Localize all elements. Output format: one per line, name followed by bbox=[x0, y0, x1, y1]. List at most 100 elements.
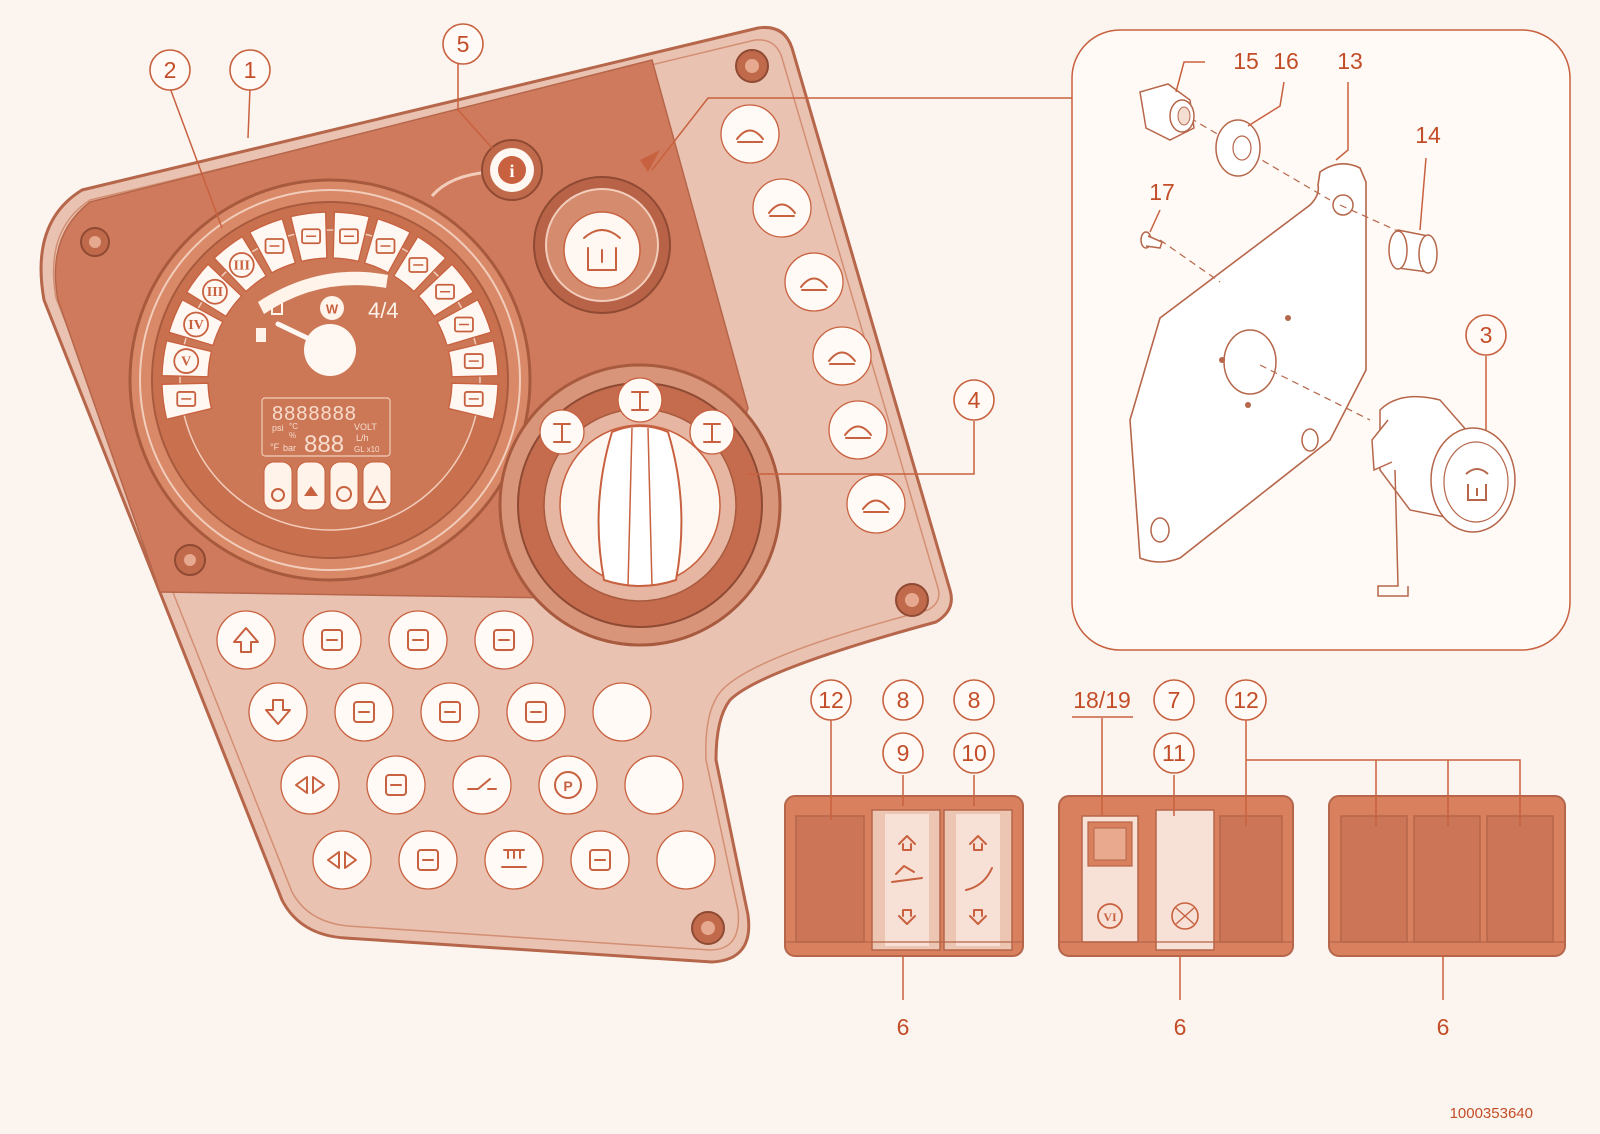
fuel-arc bbox=[258, 271, 388, 314]
axle-button[interactable] bbox=[474, 610, 534, 670]
hand-button[interactable] bbox=[846, 474, 906, 534]
up-arrow-icon bbox=[233, 627, 259, 653]
keypad: P bbox=[216, 610, 716, 890]
axle-lock-button[interactable] bbox=[570, 830, 630, 890]
callout-4: 4 bbox=[953, 379, 995, 421]
left-right-button[interactable] bbox=[280, 755, 340, 815]
rabbit-button[interactable] bbox=[720, 104, 780, 164]
gear-shift-icon bbox=[501, 849, 527, 868]
info-icon bbox=[498, 156, 526, 184]
warning-light-13 bbox=[447, 339, 499, 378]
washer bbox=[1215, 119, 1261, 177]
tilt-button[interactable] bbox=[506, 682, 566, 742]
svg-text:12: 12 bbox=[1233, 687, 1259, 713]
brand-logo: W bbox=[320, 296, 344, 320]
bracket-center-hole bbox=[1223, 329, 1277, 395]
warning-light-12 bbox=[436, 298, 492, 347]
right-button-column bbox=[720, 104, 906, 534]
wide-left-right-button[interactable] bbox=[312, 830, 372, 890]
spacer-sleeve bbox=[1388, 229, 1438, 274]
detail-pointer bbox=[651, 97, 1072, 171]
switch-icon bbox=[467, 778, 497, 790]
tilt-warning-icon bbox=[176, 391, 197, 407]
bolt-mid-left bbox=[174, 544, 206, 576]
callout-2: 2 bbox=[149, 49, 191, 91]
axle-lock-icon bbox=[589, 849, 611, 871]
parking-button[interactable]: P bbox=[538, 755, 598, 815]
rabbit-icon bbox=[736, 129, 764, 143]
callout-5: 5 bbox=[442, 23, 484, 65]
hydraulic-knob[interactable] bbox=[533, 176, 671, 314]
svg-text:12: 12 bbox=[818, 687, 844, 713]
callout-7: 7 bbox=[1153, 679, 1195, 721]
headlight-button[interactable] bbox=[388, 610, 448, 670]
svg-text:V: V bbox=[181, 355, 191, 370]
temperature-button[interactable] bbox=[334, 682, 394, 742]
down-arrow-button[interactable] bbox=[248, 682, 308, 742]
oil-pressure-icon bbox=[271, 488, 285, 502]
parking-icon: P bbox=[554, 771, 582, 799]
tilt-icon bbox=[525, 701, 547, 723]
hydraulic-reservoir-icon bbox=[587, 247, 617, 271]
rocker-switch-11[interactable] bbox=[1155, 809, 1215, 951]
bolt-top-right bbox=[735, 49, 769, 83]
up-arrow-button[interactable] bbox=[216, 610, 276, 670]
switch10-up-icon bbox=[969, 835, 987, 851]
blank-button[interactable] bbox=[592, 682, 652, 742]
callout-10: 10 bbox=[953, 732, 995, 774]
snail-button[interactable] bbox=[784, 252, 844, 312]
engine-button[interactable] bbox=[302, 610, 362, 670]
fuel-full-label: 4/4 bbox=[368, 298, 399, 323]
blank-button[interactable] bbox=[656, 830, 716, 890]
engine-icon bbox=[321, 629, 343, 651]
lcd-unit-lh: L/h bbox=[356, 433, 369, 443]
figure-id: 1000353640 bbox=[1449, 1105, 1533, 1122]
hand-icon bbox=[862, 499, 890, 513]
label-6-left: 6 bbox=[897, 1014, 910, 1040]
parking-brake-icon bbox=[375, 238, 396, 254]
gear-iii-icon: III bbox=[202, 278, 228, 305]
detail-box bbox=[640, 29, 1571, 651]
warning-triangle-icon bbox=[367, 484, 387, 503]
lock-button[interactable] bbox=[420, 682, 480, 742]
blank-button[interactable] bbox=[624, 755, 684, 815]
info-button[interactable]: i bbox=[481, 139, 543, 201]
warning-light-5: III bbox=[213, 235, 268, 293]
bucket-level-button[interactable] bbox=[828, 400, 888, 460]
callout-12-right: 12 bbox=[1225, 679, 1267, 721]
panel-inner-edge bbox=[52, 39, 940, 951]
steering-mode-center-icon bbox=[631, 391, 649, 411]
tilt-down-button[interactable] bbox=[812, 326, 872, 386]
lcd-unit-pct: % bbox=[289, 431, 296, 440]
lcd-unit-f: °F bbox=[270, 442, 280, 452]
gear-shift-button[interactable] bbox=[484, 830, 544, 890]
fuel-heater-button[interactable] bbox=[366, 755, 426, 815]
lcd-unit-bar: bar bbox=[283, 443, 296, 453]
callout-11: 11 bbox=[1153, 732, 1195, 774]
callout-9: 9 bbox=[882, 732, 924, 774]
fuel-button[interactable] bbox=[398, 830, 458, 890]
lcd-display: 8888888 psi °C % °F bar 888 VOLT L/h GL … bbox=[261, 397, 391, 458]
svg-text:8: 8 bbox=[897, 687, 910, 713]
left-right-icon bbox=[295, 776, 325, 794]
warning-light-4: III bbox=[185, 263, 243, 318]
engine-preheat-icon bbox=[301, 228, 321, 245]
turtle-button[interactable] bbox=[752, 178, 812, 238]
warning-light-2: V bbox=[161, 339, 213, 378]
fuel-filter-icon bbox=[408, 257, 429, 273]
switch10-down-icon bbox=[969, 909, 987, 925]
label-6-right: 6 bbox=[1437, 1014, 1450, 1040]
warning-light-14 bbox=[447, 382, 499, 421]
bolt-mid-right bbox=[895, 583, 929, 617]
callout-1: 1 bbox=[229, 49, 271, 91]
svg-text:4: 4 bbox=[968, 387, 981, 413]
switch-button[interactable] bbox=[452, 755, 512, 815]
svg-text:2: 2 bbox=[164, 57, 177, 83]
svg-text:III: III bbox=[234, 258, 250, 273]
lcd-row-1: 8888888 bbox=[272, 403, 357, 425]
leader-lines bbox=[169, 61, 1521, 1000]
filter-icon bbox=[336, 486, 352, 502]
svg-text:III: III bbox=[207, 285, 223, 300]
svg-text:9: 9 bbox=[897, 740, 910, 766]
